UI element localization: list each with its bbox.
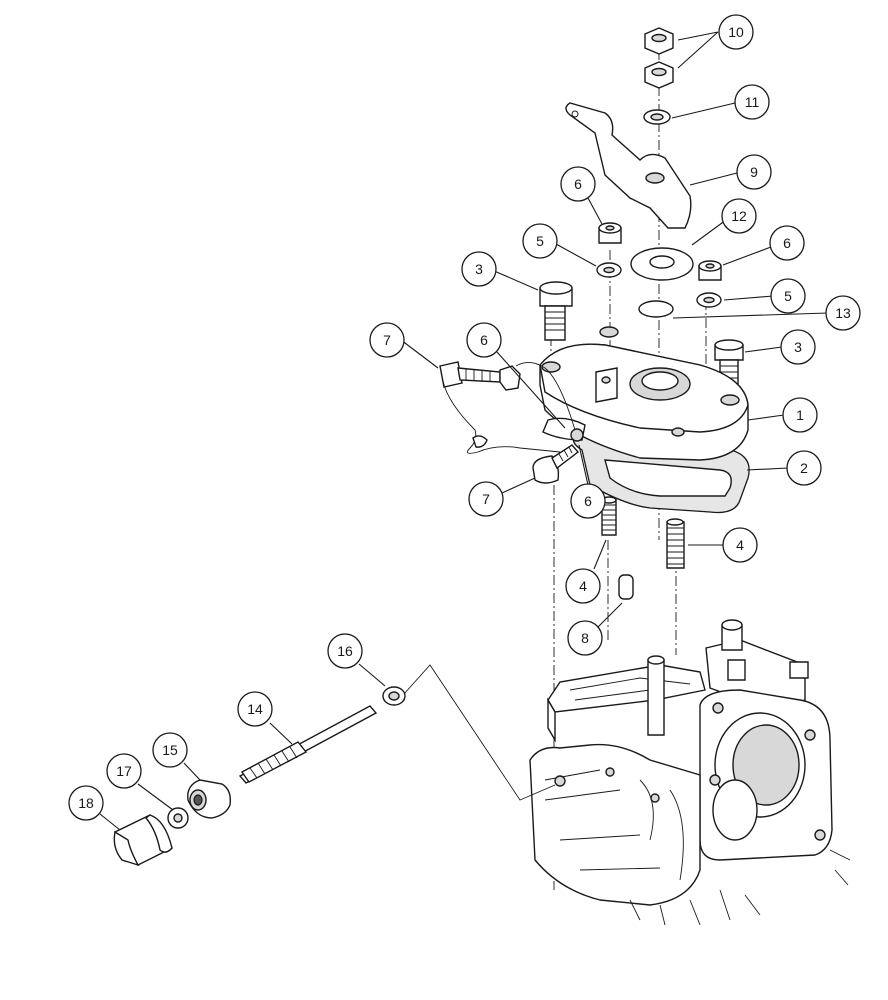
nut-part-6-upper-left bbox=[598, 222, 622, 244]
washer-part-12 bbox=[630, 247, 694, 281]
bolt-part-7-lower bbox=[532, 444, 580, 484]
leader-lines bbox=[99, 31, 829, 831]
callout-5-right: 5 bbox=[770, 278, 806, 314]
washer-part-5-left bbox=[596, 262, 622, 278]
lever-part-9 bbox=[565, 102, 692, 229]
svg-text:16: 16 bbox=[337, 643, 353, 659]
callout-15: 15 bbox=[152, 732, 188, 768]
callout-11: 11 bbox=[734, 84, 770, 120]
callout-14: 14 bbox=[237, 691, 273, 727]
callout-3-right: 3 bbox=[780, 329, 816, 365]
svg-text:6: 6 bbox=[574, 176, 582, 192]
callout-4-right: 4 bbox=[722, 527, 758, 563]
svg-text:3: 3 bbox=[475, 261, 483, 277]
o-ring-part-13 bbox=[638, 300, 674, 318]
stud-part-4-right bbox=[666, 518, 685, 569]
washer-part-5-right bbox=[696, 292, 722, 308]
nut-part-6-upper-right bbox=[698, 260, 722, 281]
svg-text:18: 18 bbox=[78, 795, 94, 811]
svg-text:7: 7 bbox=[482, 491, 490, 507]
callout-18: 18 bbox=[68, 785, 104, 821]
callout-12: 12 bbox=[721, 198, 757, 234]
svg-text:7: 7 bbox=[383, 332, 391, 348]
svg-text:3: 3 bbox=[794, 339, 802, 355]
washer-part-11 bbox=[643, 109, 671, 125]
callout-4-left: 4 bbox=[565, 568, 601, 604]
svg-text:6: 6 bbox=[480, 332, 488, 348]
svg-text:9: 9 bbox=[750, 164, 758, 180]
washer-part-16 bbox=[382, 686, 406, 706]
svg-text:15: 15 bbox=[162, 742, 178, 758]
callout-3-left: 3 bbox=[461, 251, 497, 287]
callout-2: 2 bbox=[786, 450, 822, 486]
nut-part-10 bbox=[644, 27, 674, 89]
svg-text:5: 5 bbox=[536, 233, 544, 249]
svg-text:1: 1 bbox=[796, 407, 804, 423]
svg-text:12: 12 bbox=[731, 208, 747, 224]
svg-text:14: 14 bbox=[247, 701, 263, 717]
screw-part-14 bbox=[238, 705, 378, 784]
callout-9: 9 bbox=[736, 154, 772, 190]
callout-6-lower: 6 bbox=[570, 483, 606, 519]
callout-7-lower: 7 bbox=[468, 481, 504, 517]
svg-text:8: 8 bbox=[581, 630, 589, 646]
callout-6-mid: 6 bbox=[466, 322, 502, 358]
svg-text:6: 6 bbox=[783, 235, 791, 251]
svg-text:4: 4 bbox=[736, 537, 744, 553]
nut-part-15 bbox=[187, 779, 232, 819]
svg-text:5: 5 bbox=[784, 288, 792, 304]
key-part-8 bbox=[618, 574, 634, 600]
callout-16: 16 bbox=[327, 633, 363, 669]
callout-10: 10 bbox=[718, 14, 754, 50]
callout-6-upper-left: 6 bbox=[560, 166, 596, 202]
leader-16-to-block bbox=[403, 664, 556, 801]
callout-7-upper: 7 bbox=[369, 322, 405, 358]
svg-text:2: 2 bbox=[800, 460, 808, 476]
callout-8: 8 bbox=[567, 620, 603, 656]
svg-text:11: 11 bbox=[745, 94, 760, 110]
svg-text:4: 4 bbox=[579, 578, 587, 594]
lock-wire bbox=[441, 362, 576, 454]
callout-5-left: 5 bbox=[522, 223, 558, 259]
engine-block bbox=[529, 619, 851, 926]
cap-part-18 bbox=[113, 814, 174, 867]
svg-text:17: 17 bbox=[116, 763, 132, 779]
svg-text:13: 13 bbox=[835, 305, 851, 321]
bolt-part-3-left bbox=[539, 281, 573, 341]
callout-17: 17 bbox=[106, 753, 142, 789]
washer-part-17 bbox=[167, 807, 189, 829]
cover-part-1 bbox=[539, 326, 749, 461]
callout-1: 1 bbox=[782, 397, 818, 433]
svg-text:6: 6 bbox=[584, 493, 592, 509]
bolt-part-3-right bbox=[714, 339, 744, 391]
callout-6-upper-right: 6 bbox=[769, 225, 805, 261]
bolt-part-7-upper bbox=[439, 361, 521, 391]
svg-text:10: 10 bbox=[728, 24, 744, 40]
callout-13: 13 bbox=[825, 295, 861, 331]
